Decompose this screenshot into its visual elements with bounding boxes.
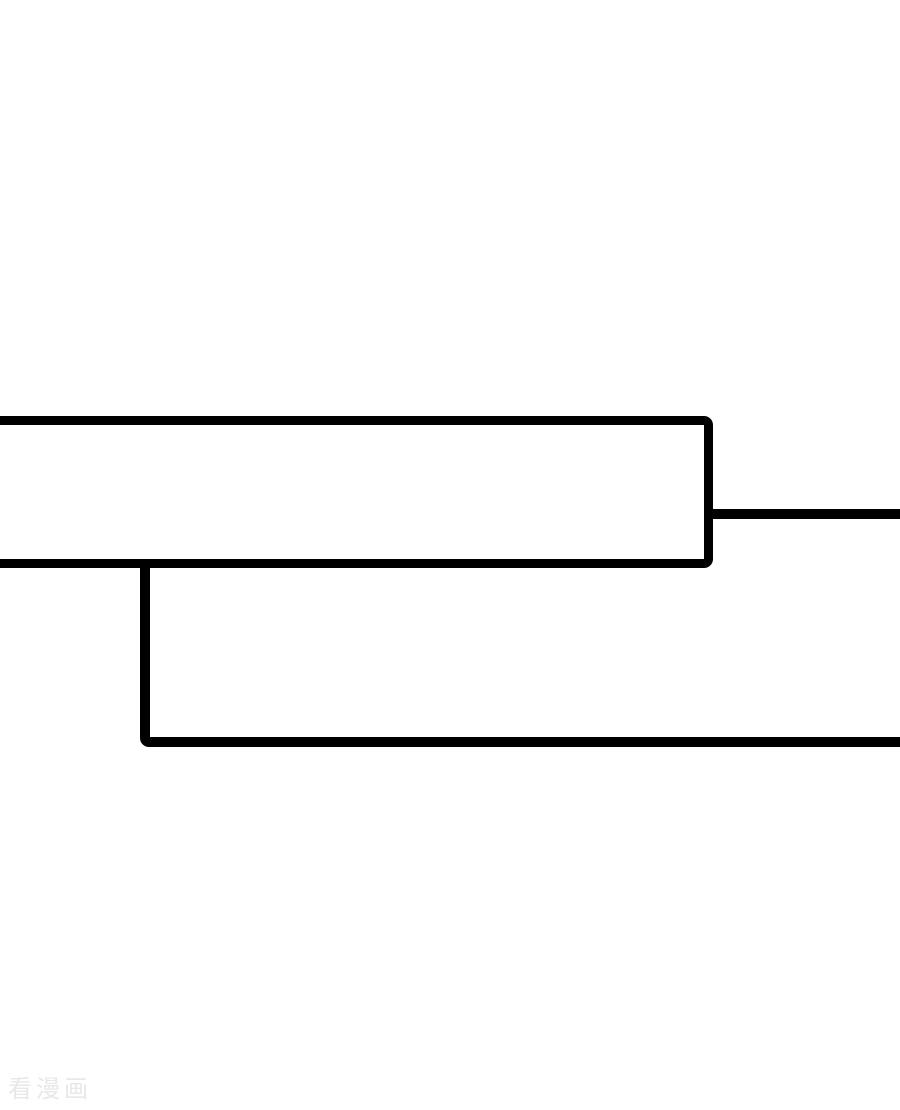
watermark-text: 看漫画 xyxy=(8,1075,92,1103)
comic-caption-box xyxy=(0,416,713,568)
